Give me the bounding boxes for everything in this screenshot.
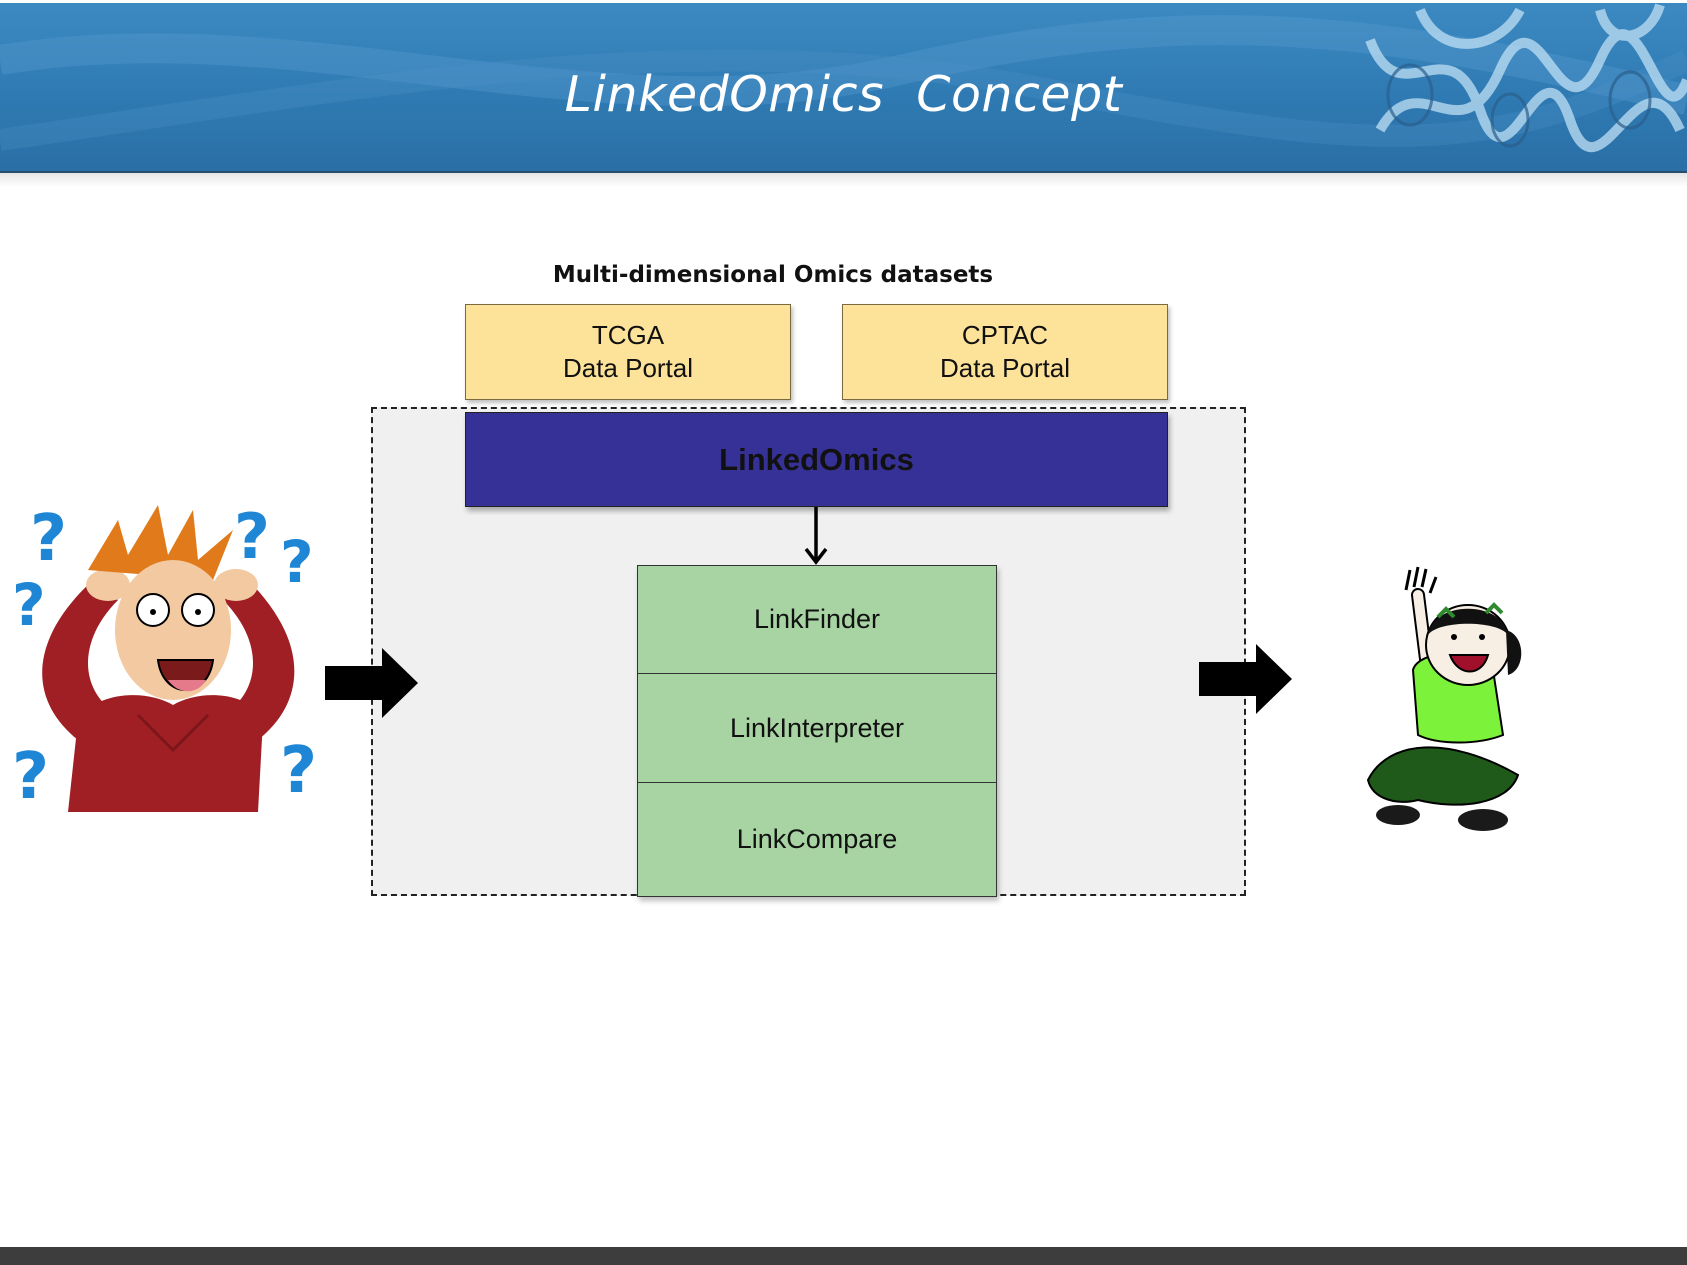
svg-text:?: ? — [12, 740, 49, 812]
right-arrow-icon — [325, 648, 418, 718]
linkedomics-label: LinkedOmics — [719, 441, 914, 477]
tcga-portal-subtitle: Data Portal — [562, 353, 694, 383]
header-dna-background — [0, 3, 1687, 152]
linkfinder-box: LinkFinder — [638, 566, 996, 674]
header-shadow — [0, 173, 1687, 187]
linkfinder-label: LinkFinder — [753, 604, 881, 634]
tcga-portal-name: TCGA — [591, 320, 665, 350]
datasets-heading: Multi-dimensional Omics datasets — [552, 262, 994, 288]
protein-ribbon-graphic — [1365, 3, 1687, 152]
right-arrow-icon — [1199, 644, 1292, 714]
footer-bar — [0, 1247, 1687, 1265]
svg-text:?: ? — [280, 528, 314, 596]
linkcompare-box: LinkCompare — [638, 783, 996, 896]
tools-stack: LinkFinder LinkInterpreter LinkCompare — [637, 565, 997, 897]
question-marks-icon: ? ? ? ? ? ? — [12, 500, 317, 812]
linkedomics-box: LinkedOmics — [465, 412, 1168, 507]
happy-girl-icon — [1366, 566, 1522, 831]
down-arrow-icon — [804, 507, 828, 565]
svg-text:?: ? — [12, 571, 46, 639]
header-top-line — [0, 0, 1687, 3]
slide-header: LinkedOmics Concept — [0, 0, 1687, 173]
linkinterpreter-box: LinkInterpreter — [638, 674, 996, 783]
linkinterpreter-label: LinkInterpreter — [729, 712, 905, 743]
cptac-portal-subtitle: Data Portal — [939, 353, 1071, 383]
svg-text:?: ? — [30, 502, 67, 576]
slide-title: LinkedOmics Concept — [564, 66, 1123, 123]
svg-text:?: ? — [280, 734, 317, 808]
cptac-portal-name: CPTAC — [961, 320, 1049, 350]
cptac-portal-box: CPTAC Data Portal — [842, 304, 1168, 400]
svg-text:?: ? — [234, 500, 270, 573]
tcga-portal-box: TCGA Data Portal — [465, 304, 791, 400]
header-bottom-line — [0, 171, 1687, 173]
confused-person-icon: ? ? ? ? ? ? — [12, 500, 317, 812]
linkcompare-label: LinkCompare — [736, 824, 898, 854]
